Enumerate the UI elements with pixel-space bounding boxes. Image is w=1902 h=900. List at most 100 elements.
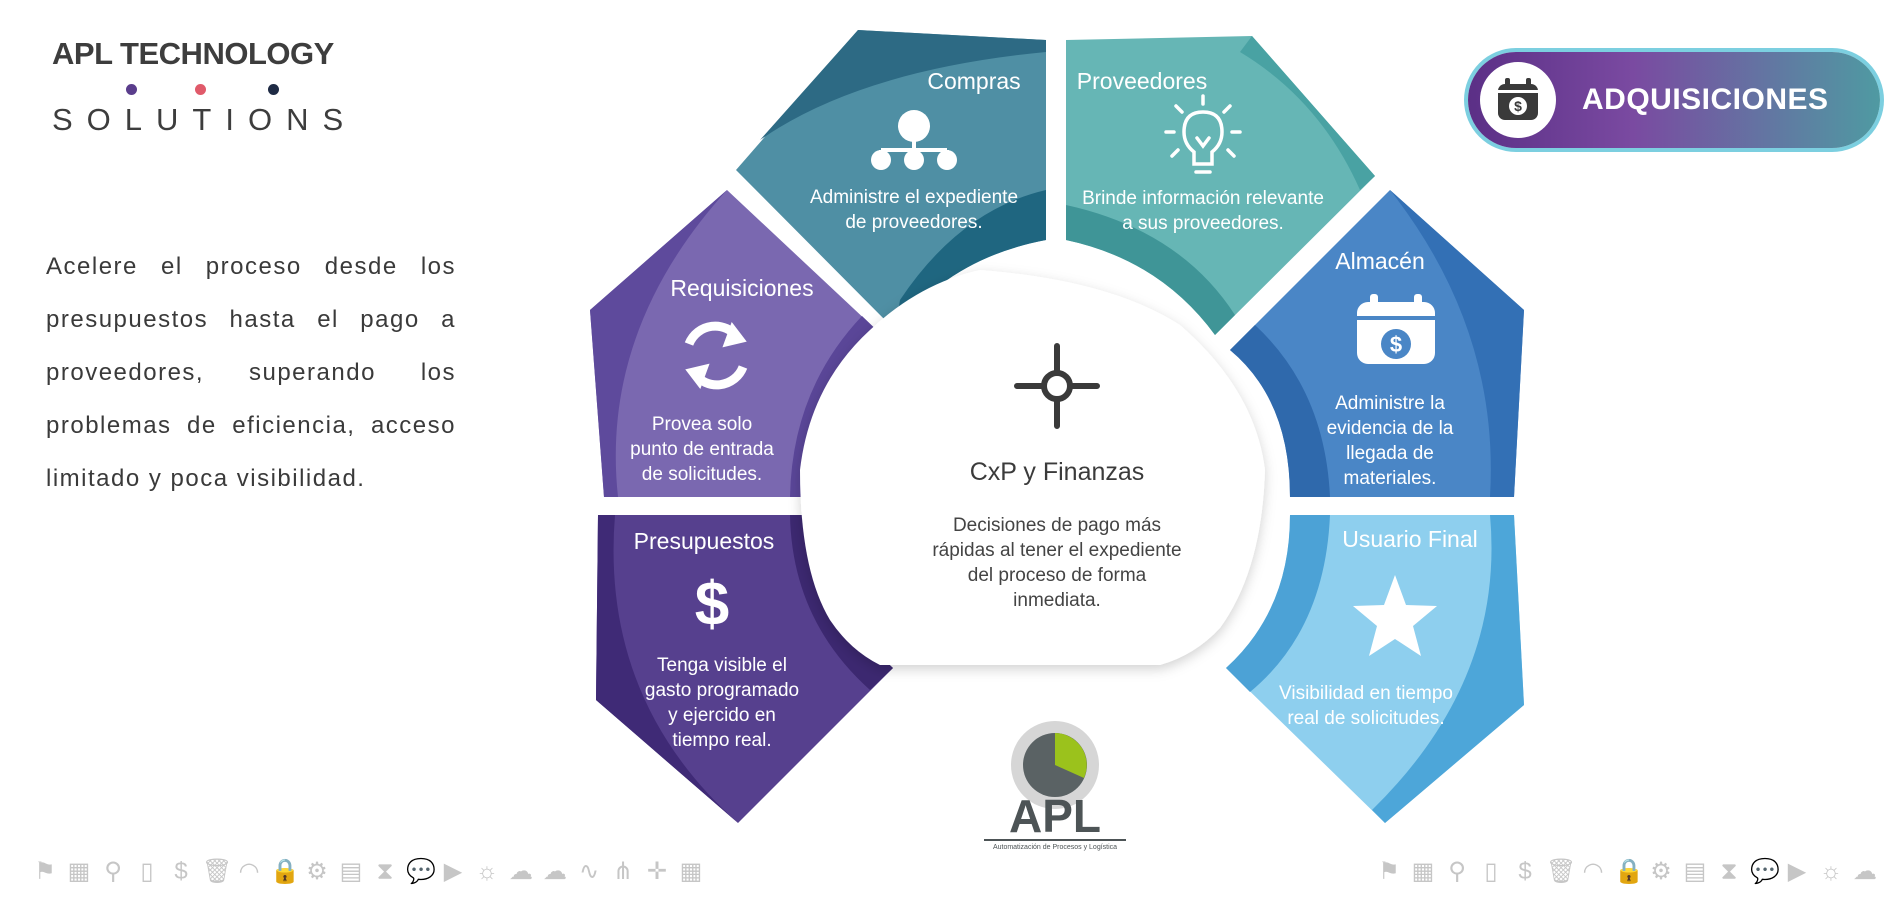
segment-title: Proveedores [1077,68,1207,94]
section-badge: $ ADQUISICIONES [1468,52,1880,148]
center-shape [800,270,1265,665]
segment-title: Almacén [1335,248,1424,274]
org-icon: ⋔ [612,858,634,885]
brand-dot-3 [268,84,279,95]
wifi-icon: ◠ [238,858,260,885]
bulb-icon: ☼ [1820,858,1842,885]
brand-logo: APL TECHNOLOGY SOLUTIONS [52,36,352,138]
brand-name-bottom: SOLUTIONS [52,102,358,137]
hourglass-icon: ⧗ [1720,858,1738,885]
refresh-icon [684,321,748,390]
cloud-upload-icon: ☁ [1853,858,1877,885]
segment-title: Presupuestos [634,528,775,554]
wifi-icon: ◠ [1582,858,1604,885]
segment-accent [1240,36,1375,190]
segment-accent [1066,205,1235,335]
brand-dots [52,78,352,100]
segment-desc-line: de proveedores. [845,212,982,233]
segment-desc-line: gasto programado [645,680,799,701]
segment-accent [1390,190,1524,497]
gear-icon: ⚙ [306,858,328,885]
segment-desc-line: evidencia de la [1327,418,1454,439]
calendar-icon: ▦ [1411,858,1435,885]
brand-dot-1 [126,84,137,95]
crosshair-icon [1014,343,1100,429]
chat-icon: 💬 [406,858,436,885]
star-icon [1353,575,1437,656]
segment-almacen[interactable]: Almacén $ Administre la evidencia de la … [1230,190,1524,497]
segment-desc-line: Visibilidad en tiempo [1279,683,1453,704]
icon-strip-left: ⚑▦⚲▯$🗑◠🔒⚙▤⧗💬▶☼☁☁∿⋔✛▦ [32,858,704,886]
org-chart-icon [871,110,957,170]
segment-desc-line: tiempo real. [672,730,771,751]
segment-compras[interactable]: Compras Administre el expediente de prov… [736,30,1046,330]
apl-logo-rule [984,839,1126,841]
center-hub[interactable]: CxP y Finanzas Decisiones de pago más rá… [800,270,1265,665]
calendar-dollar-icon: $ [1480,62,1556,138]
center-title: CxP y Finanzas [970,458,1145,486]
dollar-icon: $ [174,858,188,885]
segment-desc-line: llegada de [1346,443,1434,464]
center-desc-line: rápidas al tener el expediente [932,540,1181,561]
pie-chart-slice [1055,733,1087,778]
center-desc-line: Decisiones de pago más [953,515,1161,536]
bulb-icon: ☼ [476,858,498,885]
video-icon: ▶ [443,858,463,885]
segment-usuario-final[interactable]: Usuario Final Visibilidad en tiempo real… [1226,515,1524,823]
gear-icon: ⚙ [1650,858,1672,885]
lightbulb-icon [1164,94,1242,174]
icon-strip-right: ⚑▦⚲▯$🗑◠🔒⚙▤⧗💬▶☼☁ [1376,858,1878,886]
search-icon: ⚲ [104,858,122,885]
segment-desc-line: de solicitudes. [642,464,762,485]
apl-logo: APL Automatización de Procesos y Logísti… [984,721,1126,851]
segment-desc-line: real de solicitudes. [1287,708,1444,729]
flag-icon: ⚑ [1378,858,1400,885]
flag-icon: ⚑ [34,858,56,885]
brand-dot-2 [195,84,206,95]
segment-accent [596,515,738,823]
trash-icon: 🗑 [1546,858,1577,885]
apl-logo-text: APL [1009,790,1101,842]
trash-icon: 🗑 [202,858,233,885]
segment-accent [1230,325,1330,497]
calendar-dollar-icon: ▦ [679,858,703,885]
dollar-icon: $ [1518,858,1532,885]
svg-text:$: $ [1514,98,1522,114]
briefcase-icon: ▤ [1683,858,1707,885]
segment-accent [590,190,727,497]
lock-icon: 🔒 [270,858,300,885]
intro-paragraph: Acelere el proceso desde los presupuesto… [46,253,456,492]
segment-proveedores[interactable]: Proveedores Brinde información relevante… [1066,36,1375,335]
lock-icon: 🔒 [1614,858,1644,885]
center-desc-line: inmediata. [1013,590,1101,611]
segment-accent [760,30,1046,140]
segment-desc-line: materiales. [1344,468,1437,489]
segment-title: Requisiciones [670,275,813,301]
segment-desc-line: Administre la [1335,393,1445,414]
segment-desc-line: a sus proveedores. [1122,213,1284,234]
segment-desc-line: Brinde información relevante [1082,188,1324,209]
phone-icon: ▯ [1484,858,1498,885]
svg-text:$: $ [1390,332,1402,357]
search-icon: ⚲ [1448,858,1466,885]
hourglass-icon: ⧗ [376,858,394,885]
segment-desc-line: Provea solo [652,414,752,435]
chat-icon: 💬 [1750,858,1780,885]
chart-icon: ∿ [578,858,600,885]
segment-desc-line: y ejercido en [668,705,776,726]
segment-accent [1226,515,1330,692]
badge-label: ADQUISICIONES [1582,83,1829,116]
apl-logo-subtitle: Automatización de Procesos y Logística [993,844,1117,851]
dollar-icon: $ [695,570,729,639]
segment-desc-line: Tenga visible el [657,655,787,676]
briefcase-icon: ▤ [339,858,363,885]
segment-desc-line: punto de entrada [630,439,774,460]
center-desc-line: del proceso de forma [968,565,1147,586]
cloud-download-icon: ☁ [543,858,567,885]
calendar-icon: ▦ [67,858,91,885]
cloud-upload-icon: ☁ [509,858,533,885]
crosshair-icon: ✛ [646,858,668,885]
segment-accent [1372,515,1524,823]
segment-title: Compras [927,68,1020,94]
